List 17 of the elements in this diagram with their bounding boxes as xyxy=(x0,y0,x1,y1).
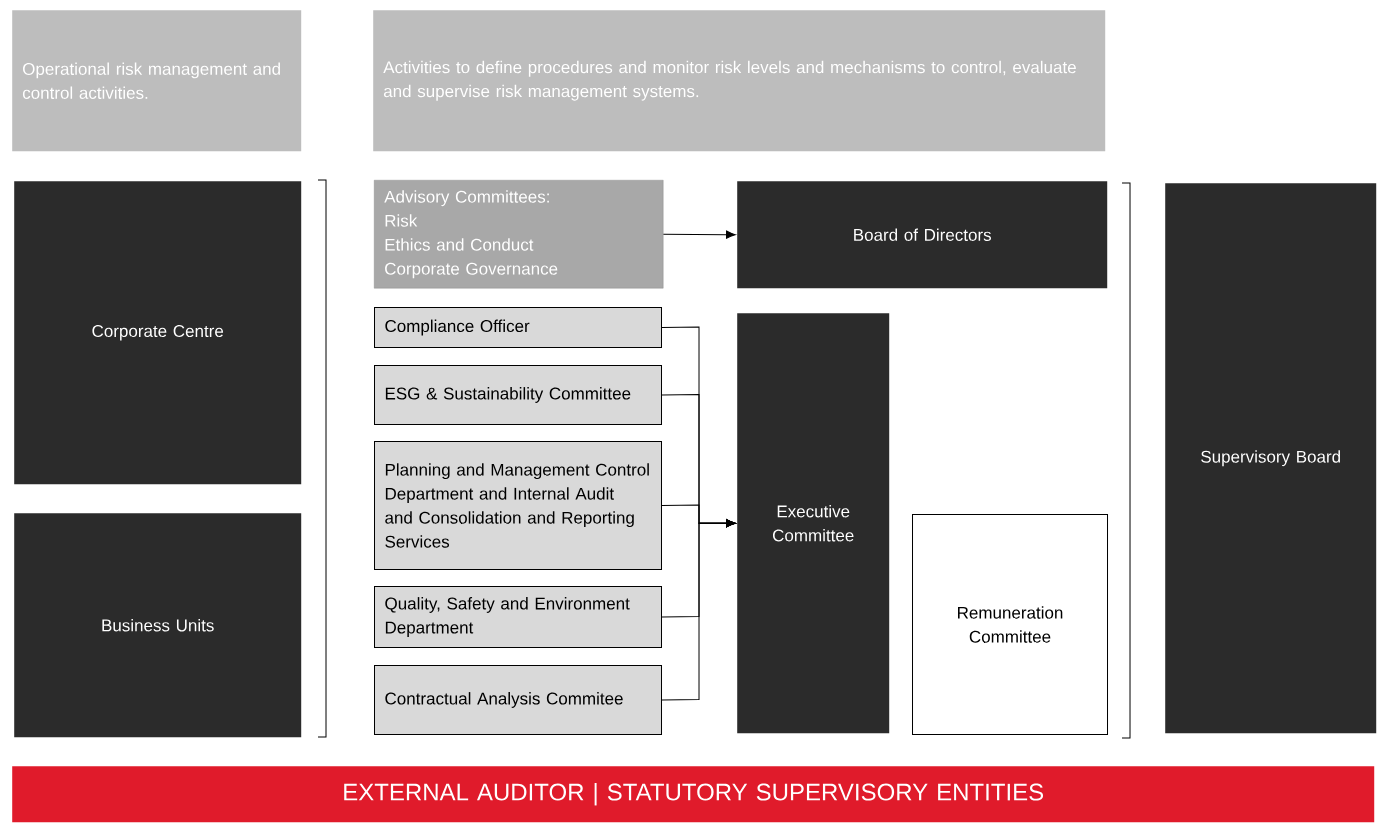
committee-box: Advisory Committees: Risk Ethics and Conduct Corporate Governance xyxy=(374,180,664,289)
function-box: Business Units xyxy=(14,513,302,738)
arrow xyxy=(662,230,736,239)
committee-box: Quality, Safety and Environment Department xyxy=(374,586,662,648)
committee-box: ESG & Sustainability Committee xyxy=(374,365,662,425)
banner: EXTERNAL AUDITOR | STATUTORY SUPERVISORY ENTITIES xyxy=(12,766,1375,823)
committee-box: Contractual Analysis Commitee xyxy=(374,665,662,735)
info-box: Activities to define procedures and monitor risk levels and mechanisms to control, evaluate and supervise risk management systems. xyxy=(373,10,1106,152)
committee-box: Compliance Officer xyxy=(374,307,662,348)
info-box: Operational risk management and control activities. xyxy=(12,10,302,152)
arrow xyxy=(661,519,736,701)
function-box: Corporate Centre xyxy=(14,181,302,485)
committee-box: Planning and Management Control Department and Internal Audit and Consolidation and Reporting Services xyxy=(374,441,662,570)
governing-body-box: Supervisory Board xyxy=(1165,183,1377,734)
committee-box: Remuneration Committee xyxy=(912,514,1108,735)
governing-body-box: Executive Committee xyxy=(737,313,890,734)
governing-body-box: Board of Directors xyxy=(737,181,1108,289)
